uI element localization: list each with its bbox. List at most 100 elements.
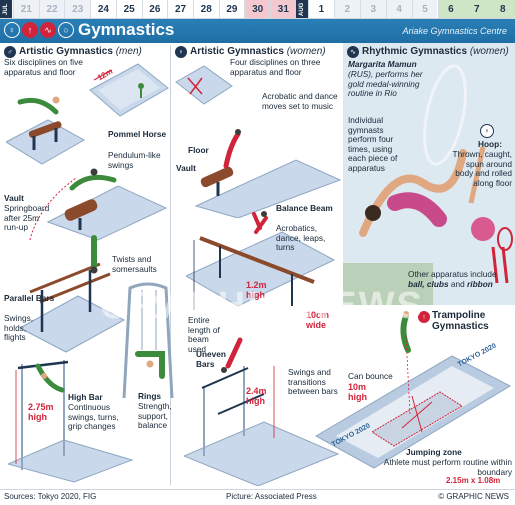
rhythmic-icon: ∿ [347,46,359,58]
date-cell: 1 [308,0,334,18]
date-cell: 24 [90,0,116,18]
artistic-women-icon: ♀ [175,46,187,58]
date-cell: 28 [192,0,219,18]
high-bar-illustration [8,360,134,483]
date-cell: 31 [270,0,296,18]
balance-beam-title: Balance Beam [276,203,333,213]
footer [0,489,515,505]
hoop-title: Hoop: [478,139,502,149]
column-divider [170,45,171,485]
artistic-women-heading: Artistic Gymnastics (women) [190,46,326,57]
trampoline-gymnast-figure [400,311,411,353]
artistic-women-note: (women) [286,46,326,57]
balance-beam-illustration [186,211,336,310]
men-vault-desc: Springboard after 25m run-up [4,203,50,233]
women-floor-desc: Acrobatic and dance moves set to music [262,91,338,111]
twists-note: Twists and somersaults [112,254,157,274]
date-cell: 25 [115,0,142,18]
rhythmic-heading: Rhythmic Gymnastics (women) [362,46,509,57]
other-apparatus-items: ball, clubs [408,278,449,289]
other-apparatus-last: ribbon [467,278,493,289]
jumping-zone-desc: Athlete must perform routine within boun… [383,457,512,477]
footer-copyright: © GRAPHIC NEWS [438,492,509,501]
artistic-men-title: Artistic Gymnastics [19,46,113,57]
artistic-women-title: Artistic Gymnastics [190,46,284,57]
date-cell: 4 [385,0,412,18]
rings-illustration [122,282,174,399]
rings-icon: ○ [58,22,74,38]
pommel-desc: Pendulum-like swings [108,150,161,170]
page-title: Gymnastics [78,20,175,39]
rhythmic-note: (women) [469,46,509,57]
balance-beam-desc: Acrobatics, dance, leaps, turns [276,223,326,253]
parallel-bars-title: Parallel Bars [4,293,55,303]
rhythmic-individual: Individual gymnasts perform four times, … [348,115,398,173]
date-cell: 22 [38,0,65,18]
rhythmic-athlete-desc: (RUS), performs her gold medal-winning r… [348,69,423,99]
trampoline-illustration [314,336,512,469]
artistic-women-intro: Four disciplines on three apparatus and … [230,57,321,77]
trampoline-section-icon: ↑ [418,311,430,323]
date-cell: 29 [218,0,245,18]
women-floor-label: Floor [188,145,209,155]
women-floor-mat [175,65,233,105]
rings-desc: Strength, support, balance [138,401,172,431]
date-cell: 27 [167,0,193,18]
title-banner: ♀ ↑ ∿ ○ [0,19,515,43]
date-cell: 3 [359,0,386,18]
men-vault-illustration [29,168,168,241]
men-floor-mat [89,63,169,117]
month-label-jul: JUL [0,0,12,18]
high-bar-title: High Bar [68,392,103,402]
rings-title: Rings [138,391,162,401]
footer-sources: Sources: Tokyo 2020, FIG [4,492,97,501]
month-label-aug: AUG [296,0,308,18]
trampoline-heading: Trampoline Gymnastics [432,310,489,332]
pommel-title: Pommel Horse [108,129,167,139]
rhythmic-photo-panel [343,43,515,305]
rhythmic-gymnast-photo [343,64,513,305]
date-cell: 5 [411,0,438,18]
rhythmic-title: Rhythmic Gymnastics [362,46,468,57]
women-vault-illustration [194,129,342,218]
other-apparatus-prefix: Other apparatus include [408,269,497,279]
artistic-men-intro: Six disciplines on five apparatus and fl… [4,57,83,77]
men-vault-title: Vault [4,193,24,203]
uneven-bars-illustration [184,337,340,486]
other-apparatus-and: and [450,278,465,289]
date-cell: 6 [437,0,464,18]
gymnast-icon: ♀ [4,22,20,38]
high-bar-desc: Continuous swings, turns, grip changes [68,402,119,432]
uneven-bars-title: Uneven Bars [196,349,226,369]
balance-beam-width: 10cm wide [306,310,330,330]
venue-label: Ariake Gymnastics Centre [402,26,507,36]
balance-beam-height: 1.2m high [246,280,267,300]
artistic-men-icon: ♂ [4,46,16,58]
trampoline-bounce: Can bounce [348,371,393,381]
jumping-zone-title: Jumping zone [406,447,462,457]
date-cell: 21 [13,0,39,18]
pommel-horse-illustration [6,96,86,165]
other-apparatus: Other apparatus include ball, clubs and … [408,269,512,289]
date-cell: 8 [489,0,515,18]
hoop-desc: Thrown, caught, spun around body and rol… [452,149,513,188]
date-cell: 23 [64,0,91,18]
parallel-bars-desc: Swings, holds, flights [4,313,34,343]
date-cell: 7 [463,0,490,18]
watermark-text: GRAPHIC NEWS [100,285,424,327]
uneven-bars-desc: Swings and transitions between bars [288,367,338,397]
jumping-zone-size: 2.15m x 1.08m [446,476,501,485]
uneven-bars-height: 2.4m high [246,386,267,406]
high-bar-height: 2.75m high [28,402,54,422]
date-cell: 30 [244,0,270,18]
women-vault-title: Vault [176,163,196,173]
footer-picture-credit: Picture: Associated Press [226,492,317,501]
trampoline-icon: ↑ [22,22,38,38]
rhythmic-athlete-name: Margarita Mamun [348,59,417,69]
hoop-gymnast-icon: ♀ [480,124,494,138]
ribbon-icon: ∿ [40,22,56,38]
parallel-bars-illustration [20,235,126,353]
artistic-men-heading: Artistic Gymnastics (men) [19,46,142,57]
artistic-men-note: (men) [115,46,142,57]
